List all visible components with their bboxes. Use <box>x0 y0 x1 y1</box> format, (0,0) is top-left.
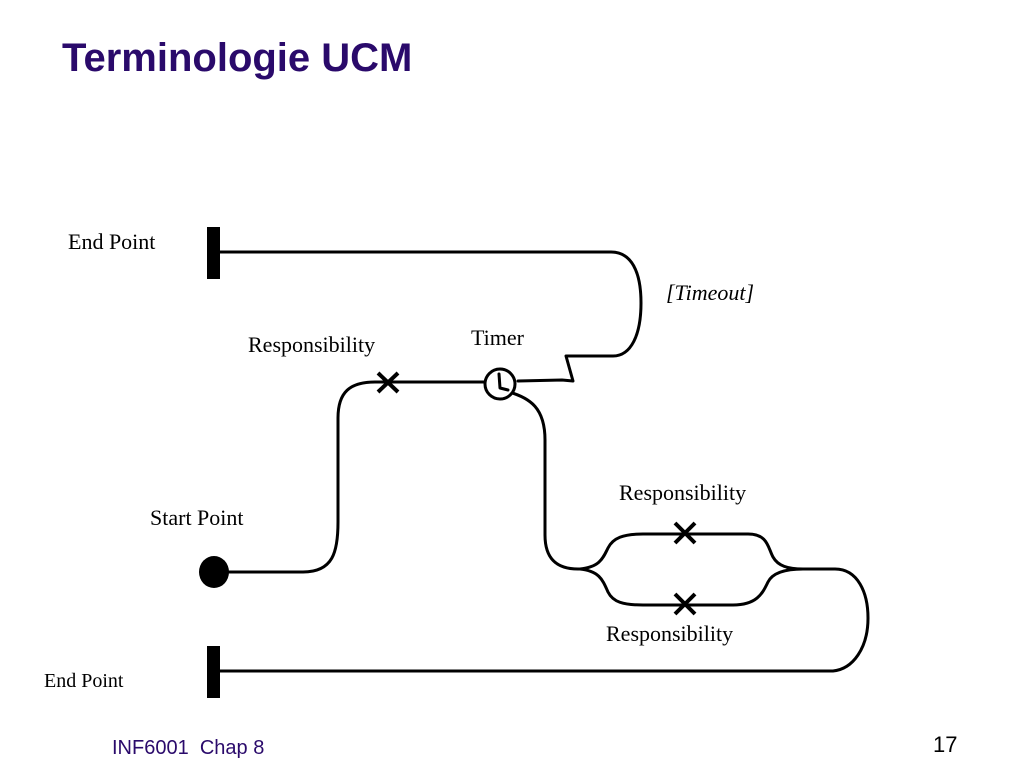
responsibility-fork-top-label: Responsibility <box>619 480 746 505</box>
responsibility-fork-bottom-label: Responsibility <box>606 621 733 646</box>
join-path <box>214 567 870 673</box>
timer-icon <box>483 367 517 401</box>
page-number: 17 <box>933 732 958 757</box>
fork-upper-branch <box>578 532 805 571</box>
timeout-label: [Timeout] <box>666 280 754 305</box>
footer-course: INF6001 Chap 8 <box>112 737 265 759</box>
responsibility-fork-bottom-marker <box>673 592 697 616</box>
timeout-path <box>214 250 643 383</box>
end-point-bottom-bar <box>207 646 220 698</box>
slide-title: Terminologie UCM <box>62 36 413 80</box>
main-path <box>226 380 502 574</box>
responsibility-upper-label: Responsibility <box>248 332 375 357</box>
responsibility-upper-marker <box>376 371 400 394</box>
end-point-bottom-label: End Point <box>44 670 124 692</box>
timer-label: Timer <box>471 325 525 350</box>
end-point-top-label: End Point <box>68 229 155 254</box>
start-point-circle <box>199 556 229 588</box>
responsibility-fork-top-marker <box>673 521 697 545</box>
start-point-label: Start Point <box>150 505 244 530</box>
timer-continuation-path <box>507 390 587 571</box>
end-point-top-bar <box>207 227 220 279</box>
